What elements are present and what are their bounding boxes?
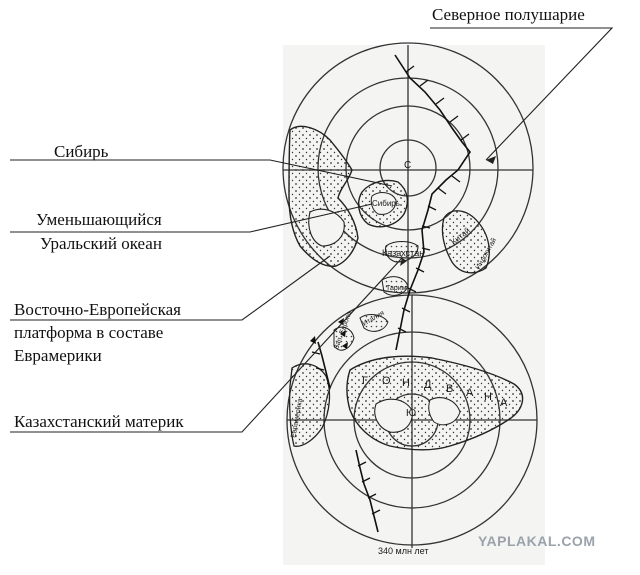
gondwana-letter: Н xyxy=(484,391,492,403)
west-europe-landmass xyxy=(333,326,355,351)
map-label-gondwana: Г О Н Д В А Н А xyxy=(362,375,508,409)
label-east-european-line2: платформа в составе xyxy=(14,323,164,342)
label-ural-ocean-line2: Уральский океан xyxy=(40,234,162,253)
label-leader-lines xyxy=(10,27,614,433)
gondwana-letter: Н xyxy=(402,377,410,389)
label-east-european-line1: Восточно-Европейская xyxy=(14,300,181,319)
map-age-caption: 340 млн лет xyxy=(378,546,429,556)
label-ural-ocean-line1: Уменьшающийся xyxy=(36,210,162,229)
map-label-siberia: Сибирь xyxy=(372,199,400,208)
gondwana-letter: В xyxy=(446,383,453,395)
gondwana-inner-basin xyxy=(374,398,413,433)
gondwana-inner-basin-2 xyxy=(428,397,461,426)
gondwana-letter: А xyxy=(500,397,508,409)
label-siberia: Сибирь xyxy=(54,142,109,161)
map-label-kazakhstan: Казахстан xyxy=(382,248,424,258)
gondwana-letter: О xyxy=(382,375,391,387)
gondwana-letter: Д xyxy=(424,379,432,391)
gondwana-letter: А xyxy=(466,387,474,399)
gondwana-letter: Г xyxy=(362,375,368,387)
map-label-pole: С xyxy=(404,160,411,171)
siberia-core xyxy=(370,192,397,215)
kazakhstan-landmass xyxy=(384,240,419,263)
spreading-ridge xyxy=(311,54,471,533)
italy-landmass xyxy=(359,314,389,332)
tarim-landmass xyxy=(381,276,409,296)
euramerica-inner-land xyxy=(308,208,345,247)
label-east-european-line3: Еврамерики xyxy=(14,346,102,365)
map-label-south-pole: Ю xyxy=(406,408,416,419)
pointer-arrowhead-kazakh xyxy=(400,258,407,266)
china-landmass xyxy=(441,210,490,274)
map-label-tarim: Тарим xyxy=(386,285,407,292)
label-kazakh-continent: Казахстанский материк xyxy=(14,412,184,431)
pointer-arrowhead-northern xyxy=(486,156,496,164)
watermark: YAPLAKAL.COM xyxy=(478,533,596,549)
label-northern-hemisphere: Северное полушарие xyxy=(432,5,585,24)
map-paper xyxy=(283,45,545,565)
